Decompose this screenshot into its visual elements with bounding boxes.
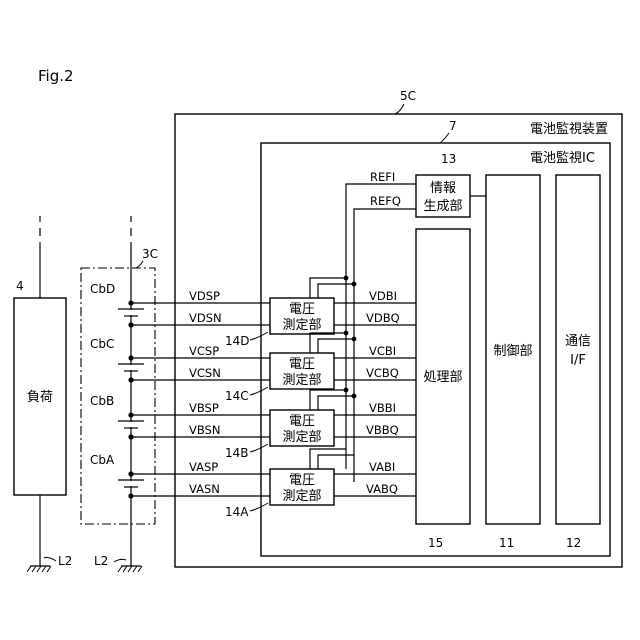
cba-meter-line1: 電圧 — [289, 473, 315, 488]
device-name: 電池監視装置 — [530, 121, 608, 137]
cbb-q-label: VBBQ — [366, 423, 399, 437]
cba-n-label: VASN — [189, 482, 220, 496]
device-ref-leader — [395, 104, 404, 114]
cbc-refq-node — [352, 337, 357, 342]
cbd-gap — [128, 310, 134, 315]
cbd-q-label: VDBQ — [366, 311, 400, 325]
cba-n-node — [128, 493, 133, 498]
cbd-refi-node — [344, 276, 349, 281]
comm-if-label-1: 通信 — [565, 334, 591, 349]
refi-label: REFI — [370, 170, 395, 184]
cbc-meter-line1: 電圧 — [289, 357, 315, 372]
cba-label: CbA — [90, 453, 115, 467]
cbb-p-node — [128, 412, 133, 417]
cba-refi-in — [310, 449, 346, 469]
cbb-meter-line2: 測定部 — [282, 430, 321, 445]
cbd-i-label: VDBI — [369, 289, 397, 303]
load-label: 負荷 — [27, 390, 53, 405]
cbb-refq-in — [318, 396, 354, 410]
cbb-refq-node — [352, 394, 357, 399]
info-generator-ref: 13 — [441, 152, 456, 166]
cbc-p-label: VCSP — [189, 344, 219, 358]
cbc-i-label: VCBI — [369, 344, 396, 358]
ground-left-leader — [44, 557, 56, 561]
cbb-meter-ref-leader — [250, 444, 268, 452]
cbd-meter-line1: 電圧 — [289, 302, 315, 317]
cbd-p-node — [128, 300, 133, 305]
cbd-p-label: VDSP — [189, 289, 220, 303]
cbc-n-label: VCSN — [189, 366, 221, 380]
cba-meter-ref: 14A — [225, 505, 249, 519]
cbb-p-label: VBSP — [189, 401, 219, 415]
cbd-meter-ref-leader — [250, 332, 268, 340]
cbb-gap — [128, 422, 134, 427]
ic-ref: 7 — [449, 119, 457, 133]
cbd-refq-node — [352, 282, 357, 287]
cbd-label: CbD — [90, 282, 115, 296]
cbc-refi-in — [310, 333, 346, 353]
cbd-refi-in — [310, 278, 346, 298]
cbb-meter-ref: 14B — [225, 446, 249, 460]
cbb-refi-in — [310, 390, 346, 410]
cbd-meter-ref: 14D — [225, 334, 250, 348]
cba-meter-ref-leader — [250, 503, 268, 511]
cba-p-label: VASP — [189, 460, 218, 474]
cbd-n-node — [128, 322, 133, 327]
load-ref: 4 — [16, 279, 24, 293]
refq-label: REFQ — [370, 194, 401, 208]
ground-left-label: L2 — [58, 554, 72, 568]
battery-ref-leader — [136, 261, 143, 268]
cbb-n-label: VBSN — [189, 423, 220, 437]
cbc-meter-line2: 測定部 — [282, 373, 321, 388]
ground-right — [118, 566, 142, 572]
info-generator-label-2: 生成部 — [423, 199, 462, 214]
cbc-gap — [128, 365, 134, 370]
comm-if-block — [556, 175, 600, 524]
cbc-n-node — [128, 377, 133, 382]
cbc-q-label: VCBQ — [366, 366, 399, 380]
processor-ref: 15 — [428, 536, 443, 550]
cbb-i-label: VBBI — [369, 401, 396, 415]
controller-label: 制御部 — [493, 344, 532, 359]
cbd-n-label: VDSN — [189, 311, 222, 325]
ic-ref-leader — [440, 133, 449, 143]
cba-refq-in — [318, 455, 354, 469]
cbc-meter-ref-leader — [250, 387, 268, 395]
cells-layer: CbDVDSPVDSN電圧測定部14DVDBIVDBQCbCVCSPVCSN電圧… — [90, 276, 416, 519]
cba-q-label: VABQ — [366, 482, 398, 496]
cbd-refq-in — [318, 284, 354, 298]
processor-label: 処理部 — [423, 370, 462, 385]
controller-ref: 11 — [499, 536, 514, 550]
info-generator-label-1: 情報 — [430, 181, 456, 196]
cba-meter-line2: 測定部 — [282, 489, 321, 504]
cbc-refi-node — [344, 331, 349, 336]
comm-if-label-2: I/F — [570, 353, 586, 368]
cbc-meter-ref: 14C — [225, 389, 249, 403]
device-ref: 5C — [400, 89, 416, 103]
cba-i-label: VABI — [369, 460, 395, 474]
cbb-meter-line1: 電圧 — [289, 414, 315, 429]
cba-p-node — [128, 471, 133, 476]
comm-if-ref: 12 — [566, 536, 581, 550]
cba-gap — [128, 481, 134, 486]
ground-right-leader — [114, 559, 126, 562]
ground-right-label: L2 — [94, 554, 108, 568]
ic-name: 電池監視IC — [530, 150, 595, 166]
ground-left — [27, 566, 51, 572]
cbb-refi-node — [344, 388, 349, 393]
figure-label: Fig.2 — [38, 67, 74, 85]
cbb-label: CbB — [90, 394, 114, 408]
cbc-p-node — [128, 355, 133, 360]
cbb-n-node — [128, 434, 133, 439]
cbc-label: CbC — [90, 337, 114, 351]
cbc-refq-in — [318, 339, 354, 353]
cbd-meter-line2: 測定部 — [282, 318, 321, 333]
battery-ref: 3C — [142, 247, 158, 261]
